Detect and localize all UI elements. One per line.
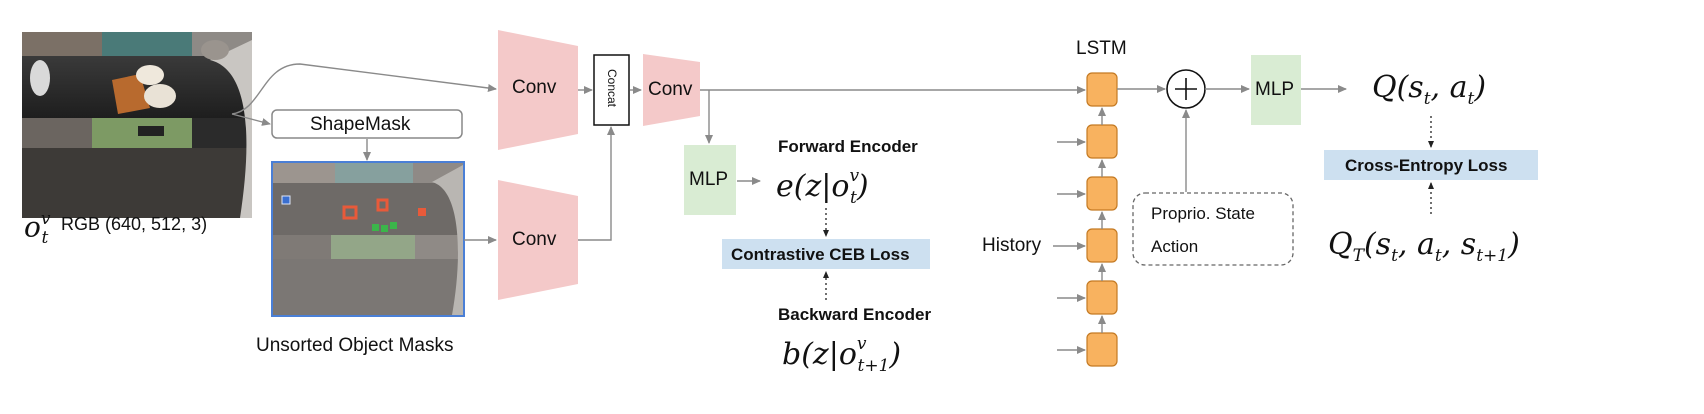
concat-label: Concat <box>605 68 619 108</box>
lstm-cell <box>1086 228 1118 263</box>
arrow <box>578 126 615 241</box>
forward-encoder-title: Forward Encoder <box>778 137 918 156</box>
conv-block-small <box>643 54 700 126</box>
conv-block-bottom <box>498 180 578 300</box>
lstm-cell <box>1086 72 1118 107</box>
shapemask-box <box>271 109 463 139</box>
ce-loss-label: Cross-Entropy Loss <box>1345 156 1508 175</box>
mlp-label-right: MLP <box>1255 79 1295 100</box>
lstm-cell <box>1086 332 1118 367</box>
masks-caption: Unsorted Object Masks <box>256 335 454 356</box>
history-label: History <box>982 235 1042 256</box>
conv-label-top: Conv <box>512 77 557 98</box>
ceb-loss-box <box>722 239 930 269</box>
arrow <box>231 113 271 126</box>
mlp-label-left: MLP <box>689 169 729 190</box>
lstm-cell <box>1086 280 1118 315</box>
conv-block-top <box>498 30 578 150</box>
proprio-state-label: Proprio. State <box>1151 204 1255 223</box>
shapemask-label: ShapeMask <box>310 114 411 135</box>
action-label: Action <box>1151 237 1199 256</box>
ce-loss-box <box>1324 150 1538 180</box>
mlp-box-right <box>1251 55 1301 125</box>
lstm-cell <box>1086 124 1118 159</box>
lstm-label: LSTM <box>1076 38 1127 59</box>
backward-encoder-formula: b(z|ovt+1) <box>782 334 902 376</box>
concat-box <box>593 54 630 126</box>
ceb-loss-label: Contrastive CEB Loss <box>731 245 910 264</box>
rgb-label: RGB (640, 512, 3) <box>61 214 208 234</box>
conv-label-bottom: Conv <box>512 229 557 250</box>
rgb-symbol: ovt <box>24 209 51 248</box>
backward-encoder-title: Backward Encoder <box>778 305 932 324</box>
rgb-photo <box>22 32 252 218</box>
proprio-box <box>1132 192 1294 266</box>
arrows <box>231 63 1347 354</box>
conv-label-small: Conv <box>648 79 693 100</box>
forward-encoder-formula: e(z|ovt) <box>776 166 869 208</box>
arrow <box>231 63 497 115</box>
mask-photo <box>271 161 465 317</box>
mlp-box-left <box>684 145 736 215</box>
q-output: Q(st, at) <box>1372 70 1487 109</box>
qt-output: QT(st, at, st+1) <box>1328 227 1520 266</box>
plus-circle-icon <box>1166 69 1206 109</box>
lstm-cell <box>1086 176 1118 211</box>
dotted-arrows <box>823 116 1434 300</box>
